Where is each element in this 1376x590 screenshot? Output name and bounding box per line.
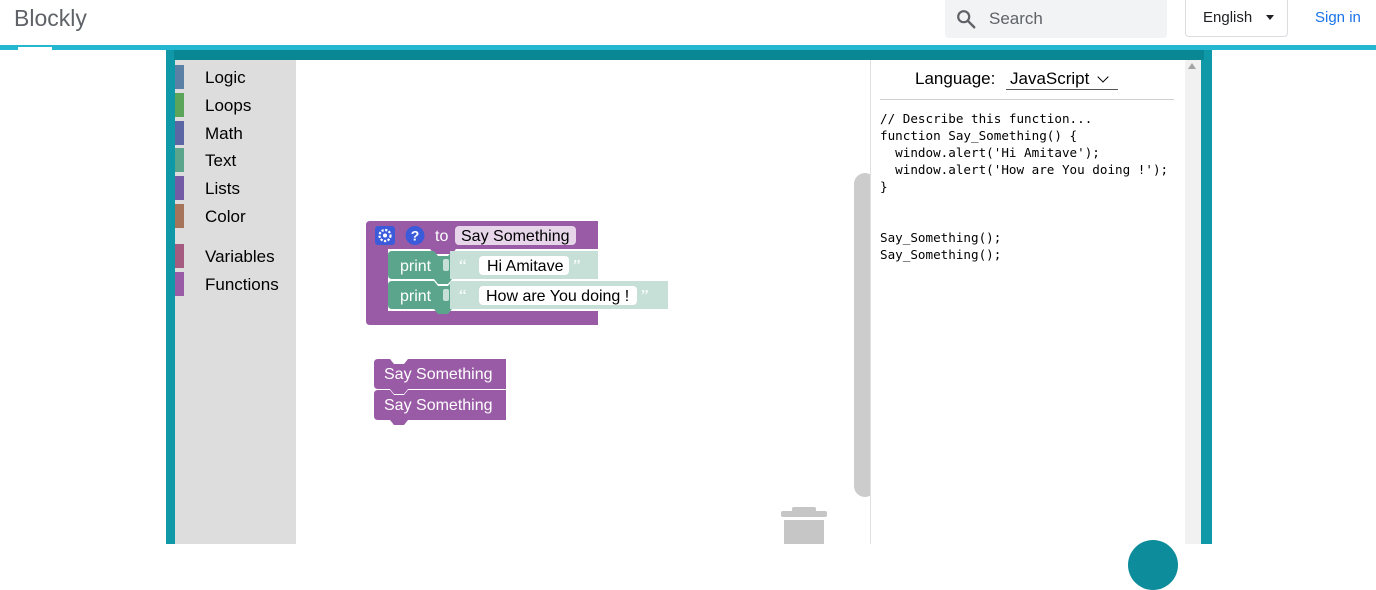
scroll-up-arrow-icon[interactable] bbox=[1188, 63, 1196, 69]
blockly-workspace[interactable]: ? to Say Something print “ Hi Amitave ” … bbox=[296, 60, 870, 544]
procedure-call-block[interactable]: Say Something bbox=[374, 390, 506, 425]
toolbox-category-label: Text bbox=[205, 151, 237, 170]
language-select[interactable]: JavaScript bbox=[1006, 68, 1118, 90]
procedure-call-label: Say Something bbox=[384, 397, 493, 414]
toolbox-category-label: Logic bbox=[205, 68, 246, 87]
search-placeholder: Search bbox=[989, 9, 1043, 28]
print-keyword: print bbox=[400, 258, 432, 275]
print-block[interactable]: print “ Hi Amitave ” bbox=[388, 251, 598, 284]
text-literal-value: How are You doing ! bbox=[486, 288, 629, 305]
search-icon bbox=[957, 10, 976, 29]
close-quote-glyph: ” bbox=[573, 256, 581, 275]
toolbox: Logic Loops Math Text Lists Color Variab… bbox=[175, 60, 296, 544]
generated-code: // Describe this function... function Say… bbox=[880, 110, 1185, 310]
category-color-swatch bbox=[175, 272, 184, 296]
workspace-canvas: ? to Say Something print “ Hi Amitave ” … bbox=[366, 221, 668, 425]
category-color-swatch bbox=[175, 65, 184, 89]
code-line: // Describe this function... bbox=[880, 111, 1093, 126]
text-literal-field[interactable] bbox=[479, 286, 637, 305]
category-color-swatch bbox=[175, 244, 184, 268]
code-line bbox=[880, 212, 1185, 229]
procedure-name-text: Say Something bbox=[461, 228, 570, 245]
site-language-label: English bbox=[1203, 9, 1253, 26]
close-quote-glyph: ” bbox=[641, 286, 649, 305]
text-literal-value: Hi Amitave bbox=[487, 258, 564, 275]
procedure-call-label: Say Something bbox=[384, 366, 493, 383]
code-divider bbox=[880, 99, 1174, 100]
category-color-swatch bbox=[175, 121, 184, 145]
print-keyword: print bbox=[400, 288, 432, 305]
floating-action-button[interactable] bbox=[1128, 540, 1178, 590]
accent-bar bbox=[0, 45, 1376, 50]
toolbox-category-label: Loops bbox=[205, 96, 252, 115]
procedure-definition-block[interactable]: ? to Say Something print “ Hi Amitave ” … bbox=[366, 221, 668, 325]
toolbox-category-label: Math bbox=[205, 124, 243, 143]
code-line: Say_Something(); bbox=[880, 247, 1002, 262]
language-select-value: JavaScript bbox=[1010, 69, 1090, 88]
help-icon[interactable]: ? bbox=[405, 226, 425, 245]
search-box[interactable]: Search bbox=[945, 0, 1167, 38]
top-app-bar bbox=[0, 0, 1376, 45]
category-color-swatch bbox=[175, 93, 184, 117]
code-line bbox=[880, 195, 1185, 212]
text-literal-field[interactable] bbox=[479, 256, 569, 275]
code-line: window.alert('How are You doing !'); bbox=[880, 162, 1169, 177]
open-quote-glyph: “ bbox=[459, 286, 467, 305]
sign-in-link[interactable]: Sign in bbox=[1315, 9, 1361, 26]
code-line: window.alert('Hi Amitave'); bbox=[880, 145, 1100, 160]
demo-frame-top bbox=[174, 50, 1204, 60]
code-panel-scrollbar[interactable] bbox=[1185, 60, 1201, 544]
print-block[interactable]: print “ How are You doing ! ” bbox=[388, 281, 668, 314]
toolbox-category-label: Functions bbox=[205, 275, 279, 294]
category-color-swatch bbox=[175, 176, 184, 200]
tab-indicator bbox=[18, 47, 52, 50]
code-line: Say_Something(); bbox=[880, 230, 1002, 245]
toolbox-category-label: Variables bbox=[205, 247, 275, 266]
category-color-swatch bbox=[175, 148, 184, 172]
procedure-keyword: to bbox=[435, 228, 448, 245]
toolbox-category-label: Lists bbox=[205, 179, 240, 198]
code-line: } bbox=[880, 179, 888, 194]
brand-logo[interactable]: Blockly bbox=[14, 5, 87, 31]
site-language-button[interactable]: English bbox=[1185, 0, 1288, 37]
caret-down-icon bbox=[1266, 15, 1274, 20]
trash-can-icon[interactable] bbox=[780, 506, 828, 544]
procedure-name-field[interactable] bbox=[455, 226, 576, 245]
language-label: Language: bbox=[915, 69, 996, 88]
open-quote-glyph: “ bbox=[459, 256, 467, 275]
gear-icon[interactable] bbox=[375, 226, 395, 245]
svg-text:?: ? bbox=[411, 228, 420, 244]
chevron-down-icon bbox=[1097, 71, 1109, 83]
category-color-swatch bbox=[175, 204, 184, 228]
generated-code-panel bbox=[870, 60, 1186, 544]
code-line: function Say_Something() { bbox=[880, 128, 1078, 143]
procedure-call-block[interactable]: Say Something bbox=[374, 359, 506, 394]
toolbox-category-label: Color bbox=[205, 207, 246, 226]
